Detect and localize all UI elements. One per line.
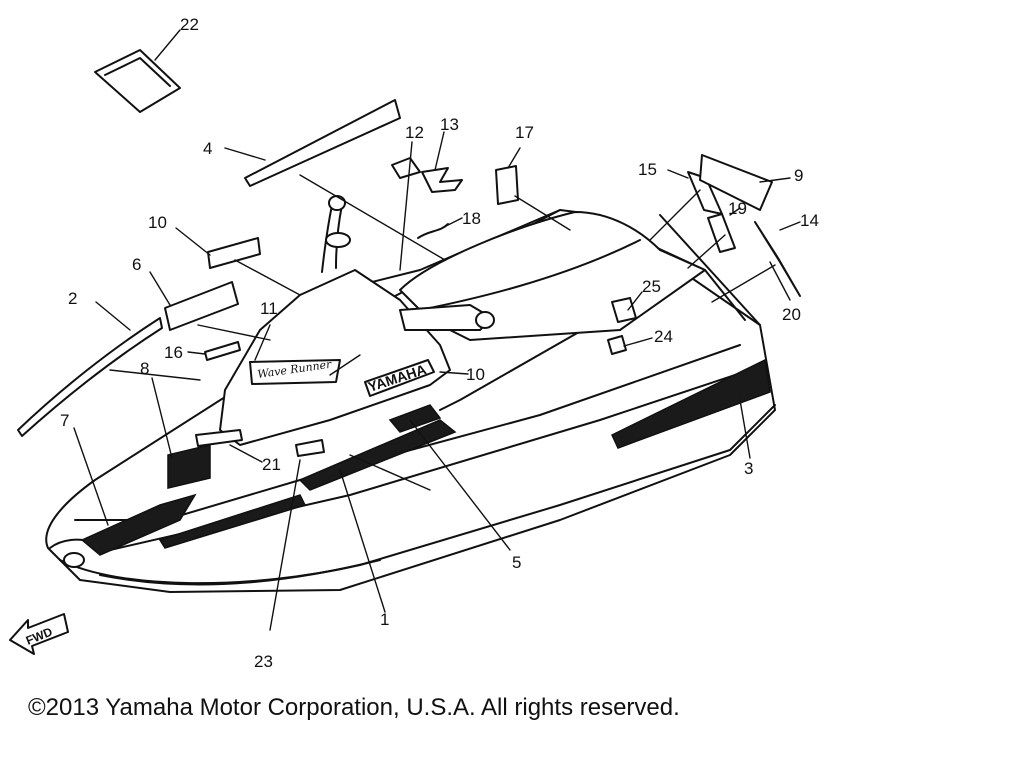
copyright-notice: ©2013 Yamaha Motor Corporation, U.S.A. A… xyxy=(28,694,680,721)
callout-10b: 10 xyxy=(466,365,485,384)
callout-17: 17 xyxy=(515,123,534,142)
callout-18: 18 xyxy=(462,209,481,228)
part-13-decal xyxy=(421,167,463,193)
decal-11-wave-runner: Wave Runner xyxy=(249,358,341,385)
callout-22: 22 xyxy=(180,15,199,34)
part-9-decal xyxy=(699,154,773,211)
decal-1-lower-band xyxy=(158,494,307,549)
part-23-decal xyxy=(295,439,325,457)
callout-12: 12 xyxy=(405,123,424,142)
callout-16: 16 xyxy=(164,343,183,362)
callout-14: 14 xyxy=(800,211,819,230)
part-14-decal xyxy=(754,221,801,297)
decal-3-stern-stripe xyxy=(611,358,771,449)
handlebar xyxy=(219,195,495,446)
part-6-decal xyxy=(164,281,239,331)
fwd-arrow-icon: FWD xyxy=(9,613,69,655)
callouts: 22 4 12 13 17 18 10 6 2 11 16 8 7 10 21 … xyxy=(60,15,819,671)
callout-1: 1 xyxy=(380,610,389,629)
part-25-decal xyxy=(611,297,637,323)
callout-10a: 10 xyxy=(148,213,167,232)
decal-1-side-stripe xyxy=(298,419,457,491)
callout-5: 5 xyxy=(512,553,521,572)
callout-23: 23 xyxy=(254,652,273,671)
leader-lines xyxy=(73,29,801,631)
part-10-decal xyxy=(207,237,261,269)
callout-19: 19 xyxy=(728,199,747,218)
callout-13: 13 xyxy=(440,115,459,134)
decal-8-grille xyxy=(167,444,211,489)
callout-7: 7 xyxy=(60,411,69,430)
decal-5-side-stripe xyxy=(388,404,442,433)
callout-2: 2 xyxy=(68,289,77,308)
callout-6: 6 xyxy=(132,255,141,274)
part-21-decal xyxy=(195,429,243,447)
parts-diagram: YAMAHA Wave Runner xyxy=(9,15,819,671)
callout-11: 11 xyxy=(260,299,278,318)
part-4-strip xyxy=(244,99,401,187)
callout-20: 20 xyxy=(782,305,801,324)
part-18-clip xyxy=(417,223,449,239)
callout-8: 8 xyxy=(140,359,149,378)
callout-9: 9 xyxy=(794,166,803,185)
part-24-decal xyxy=(607,335,627,355)
callout-4: 4 xyxy=(203,139,212,158)
part-12-decal xyxy=(391,157,421,179)
part-22-cover xyxy=(94,49,181,113)
callout-15: 15 xyxy=(638,160,657,179)
decal-7-bow-stripe xyxy=(80,493,197,556)
part-17-decal xyxy=(495,165,519,205)
part-19-decal xyxy=(707,213,736,253)
part-2-strip xyxy=(17,317,163,437)
callout-21: 21 xyxy=(262,455,281,474)
part-16-decal xyxy=(204,341,241,361)
callout-3: 3 xyxy=(744,459,753,478)
callout-24: 24 xyxy=(654,327,673,346)
callout-25: 25 xyxy=(642,277,661,296)
